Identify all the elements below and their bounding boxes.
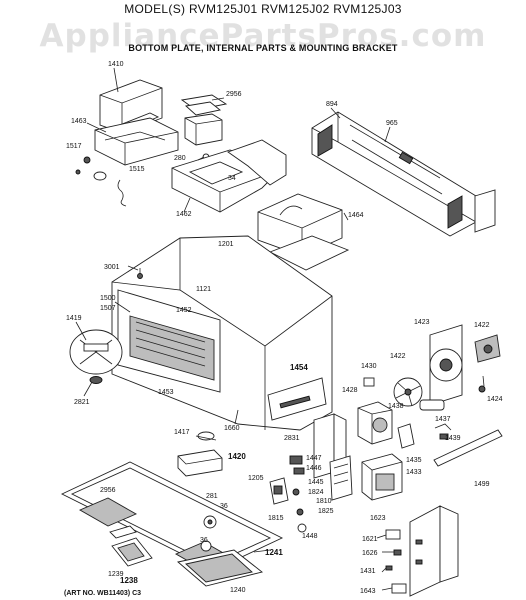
label-1422a: 1422: [474, 322, 490, 329]
label-965: 965: [386, 120, 398, 127]
label-1422b: 1422: [390, 353, 406, 360]
part-1430: [363, 377, 375, 387]
label-1438: 1438: [388, 403, 404, 410]
label-1121: 1121: [196, 286, 211, 293]
label-280: 280: [174, 155, 186, 162]
label-1241: 1241: [265, 548, 283, 557]
label-1205: 1205: [248, 475, 264, 482]
label-1419: 1419: [66, 315, 82, 322]
label-1435: 1435: [406, 457, 422, 464]
label-1626: 1626: [362, 550, 378, 557]
label-2831: 2831: [284, 435, 300, 442]
label-1424: 1424: [487, 396, 503, 403]
label-1433: 1433: [406, 469, 422, 476]
part-1438-capacitor: [397, 385, 486, 449]
part-965-mounting-bracket: [311, 111, 496, 237]
part-1464-air-guide: [257, 193, 350, 271]
label-2956: 2956: [226, 91, 242, 98]
part-1462-tray: [171, 139, 287, 213]
label-1660: 1660: [224, 425, 240, 432]
label-1500: 1500: [100, 295, 116, 302]
label-1643: 1643: [360, 588, 376, 595]
label-1428: 1428: [342, 387, 358, 394]
part-1205-terminal: [269, 477, 307, 533]
label-1621: 1621: [362, 536, 378, 543]
label-1437: 1437: [435, 416, 451, 423]
leader-lines: [75, 67, 485, 591]
part-1201-cavity: [111, 235, 333, 431]
label-2956-b: 2956: [100, 487, 116, 494]
label-1517: 1517: [66, 143, 82, 150]
label-1824: 1824: [308, 489, 324, 496]
watermark: AppliancePartsPros.com: [39, 18, 487, 54]
label-1515: 1515: [129, 166, 145, 173]
label-1825: 1825: [318, 508, 334, 515]
art-number: (ART NO. WB11403) C3: [64, 590, 142, 597]
part-labels: 1410 2956 894 965 1463 1517 1515 280 34 …: [66, 61, 503, 595]
label-1410: 1410: [108, 61, 124, 68]
label-894: 894: [326, 101, 338, 108]
part-1433-transformer: [361, 453, 403, 501]
label-1201: 1201: [218, 241, 234, 248]
label-1815: 1815: [268, 515, 284, 522]
part-vent-grille: [289, 455, 353, 501]
label-1430: 1430: [361, 363, 377, 370]
label-1464: 1464: [348, 212, 364, 219]
label-1439: 1439: [445, 435, 461, 442]
part-1417-fuse: [195, 431, 217, 441]
label-1447: 1447: [306, 455, 322, 462]
label-1448: 1448: [302, 533, 318, 540]
part-small-relays: [385, 529, 407, 594]
part-1240-filter: [177, 549, 264, 587]
label-1240: 1240: [230, 587, 246, 594]
label-1623: 1623: [370, 515, 386, 522]
label-1431: 1431: [360, 568, 376, 575]
model-title: MODEL(S) RVM125J01 RVM125J02 RVM125J03: [124, 2, 402, 16]
part-2831-duct: [313, 413, 347, 479]
label-1499: 1499: [474, 481, 490, 488]
label-2821: 2821: [74, 399, 90, 406]
part-1623-relay-bracket: [409, 505, 459, 597]
label-1423: 1423: [414, 319, 430, 326]
label-1238: 1238: [120, 576, 138, 585]
part-1463-duct: [94, 117, 179, 166]
part-1517-1515-fasteners: [75, 156, 127, 207]
label-1239: 1239: [108, 571, 124, 578]
label-1446: 1446: [306, 465, 322, 472]
diagram-subtitle: BOTTOM PLATE, INTERNAL PARTS & MOUNTING …: [128, 43, 398, 53]
label-1462: 1462: [176, 211, 192, 218]
label-1453: 1453: [158, 389, 174, 396]
part-1422-fan-blade: [393, 377, 423, 407]
label-1445: 1445: [308, 479, 324, 486]
part-1420-cover: [177, 449, 223, 477]
label-34: 34: [228, 175, 236, 182]
part-1499-rail: [433, 429, 503, 467]
label-281: 281: [206, 493, 218, 500]
part-1428-magnetron: [357, 401, 393, 445]
label-1417: 1417: [174, 429, 190, 436]
label-1463: 1463: [71, 118, 87, 125]
label-1420: 1420: [228, 452, 246, 461]
label-1810: 1810: [316, 498, 332, 505]
part-1423-blower: [429, 324, 501, 406]
part-1419-stirrer: [69, 329, 123, 384]
label-1452: 1452: [176, 307, 192, 314]
label-36a: 36: [220, 503, 228, 510]
part-1238-lamp-cover: [109, 525, 153, 567]
part-2956-filter: [180, 94, 228, 146]
label-36b: 36: [200, 537, 208, 544]
label-1454: 1454: [290, 363, 308, 372]
label-3001: 3001: [104, 264, 120, 271]
label-1507: 1507: [100, 305, 116, 312]
